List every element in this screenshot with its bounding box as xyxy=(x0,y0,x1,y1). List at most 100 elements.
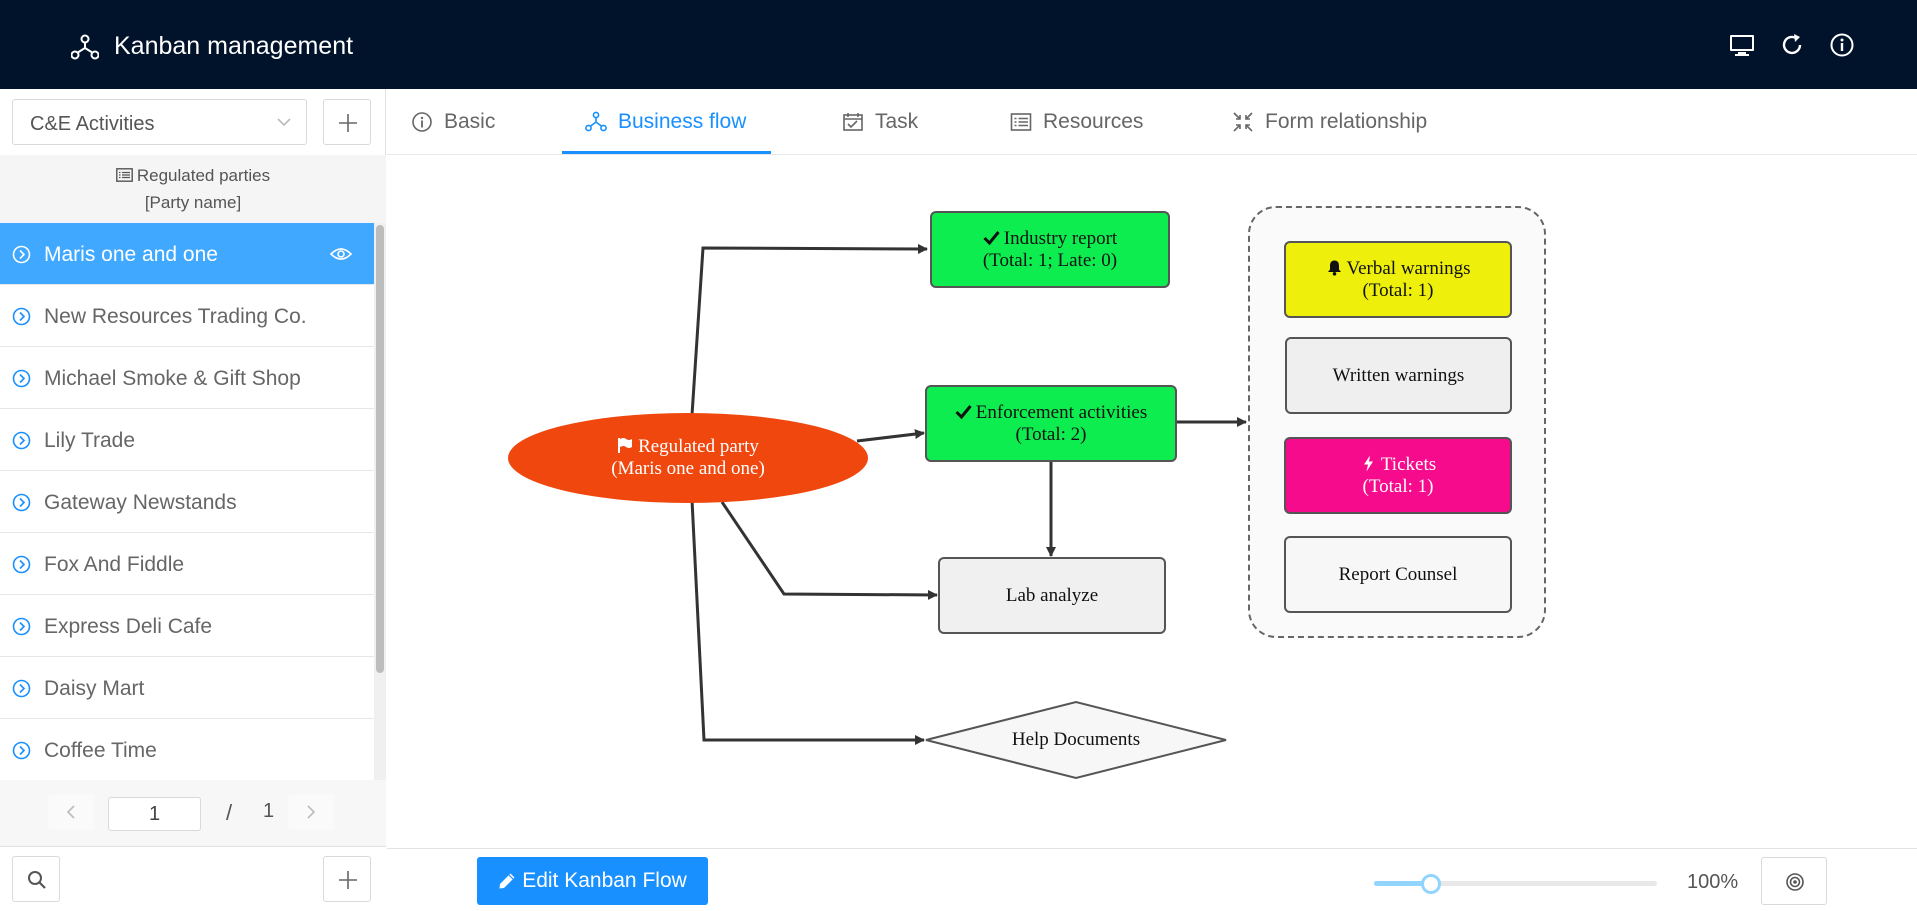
list-item-label: Michael Smoke & Gift Shop xyxy=(44,367,301,390)
page-number-input[interactable]: 1 xyxy=(108,797,201,831)
activity-select[interactable]: C&E Activities xyxy=(12,99,307,145)
list-item-label: Daisy Mart xyxy=(44,677,145,700)
chevron-circle-right-icon xyxy=(12,741,31,760)
plus-icon xyxy=(339,114,357,132)
list-item[interactable]: Michael Smoke & Gift Shop xyxy=(0,347,374,409)
tab-label: Business flow xyxy=(618,110,747,133)
info-icon[interactable] xyxy=(1829,32,1855,58)
node-subtitle: (Total: 1) xyxy=(1362,279,1434,301)
search-icon xyxy=(28,871,46,889)
tickets-node[interactable]: Tickets (Total: 1) xyxy=(1284,437,1512,514)
zoom-slider-handle[interactable] xyxy=(1420,874,1441,894)
chevron-circle-right-icon xyxy=(12,679,31,698)
info-circle-icon xyxy=(412,112,432,132)
party-list: Maris one and one New Resources Trading … xyxy=(0,223,374,780)
list-item[interactable]: Gateway Newstands xyxy=(0,471,374,533)
app-title: Kanban management xyxy=(114,32,354,60)
node-subtitle: (Total: 1; Late: 0) xyxy=(982,249,1118,271)
edit-button-label: Edit Kanban Flow xyxy=(522,869,687,892)
list-item[interactable]: Fox And Fiddle xyxy=(0,533,374,595)
chevron-circle-right-icon xyxy=(12,493,31,512)
tab-label: Basic xyxy=(444,110,496,133)
plus-icon xyxy=(339,871,357,889)
node-title: Written warnings xyxy=(1332,364,1465,386)
tab-basic[interactable]: Basic xyxy=(411,89,495,155)
scrollbar-thumb[interactable] xyxy=(376,225,384,673)
list-item[interactable]: Daisy Mart xyxy=(0,657,374,719)
tab-label: Resources xyxy=(1043,110,1144,133)
add-party-button[interactable] xyxy=(323,856,371,902)
next-page-button[interactable] xyxy=(288,794,334,830)
node-title: Lab analyze xyxy=(1005,584,1099,606)
page-total: 1 xyxy=(263,800,275,822)
tab-label: Task xyxy=(875,110,919,133)
target-icon xyxy=(1786,873,1804,891)
chevron-down-icon xyxy=(277,118,291,127)
add-activity-button[interactable] xyxy=(323,99,371,145)
node-subtitle: (Maris one and one) xyxy=(611,458,765,479)
node-title: Regulated party xyxy=(638,436,759,457)
list-icon xyxy=(115,168,133,182)
list-item-label: New Resources Trading Co. xyxy=(44,305,307,328)
chevron-circle-right-icon xyxy=(12,307,31,326)
bolt-icon xyxy=(1363,455,1373,471)
tab-form-relationship[interactable]: Form relationship xyxy=(1232,89,1427,155)
report-counsel-node[interactable]: Report Counsel xyxy=(1284,536,1512,613)
tab-business-flow[interactable]: Business flow xyxy=(585,89,746,155)
zoom-level: 100% xyxy=(1687,871,1739,893)
lab-analyze-node[interactable]: Lab analyze xyxy=(938,557,1166,634)
node-title: Enforcement activities xyxy=(975,401,1148,423)
network-icon xyxy=(71,34,99,60)
check-icon xyxy=(983,230,1000,245)
node-title: Verbal warnings xyxy=(1346,257,1471,279)
check-icon xyxy=(955,404,972,419)
list-item[interactable]: New Resources Trading Co. xyxy=(0,285,374,347)
chevron-circle-right-icon xyxy=(12,245,31,264)
written-warnings-node[interactable]: Written warnings xyxy=(1285,337,1512,414)
chevron-circle-right-icon xyxy=(12,555,31,574)
list-item-label: Maris one and one xyxy=(44,243,218,266)
list-item[interactable]: Maris one and one xyxy=(0,223,374,285)
monitor-icon[interactable] xyxy=(1729,32,1755,58)
zoom-slider[interactable] xyxy=(1374,881,1657,886)
node-title: Industry report xyxy=(1003,227,1118,249)
industry-report-node[interactable]: Industry report (Total: 1; Late: 0) xyxy=(930,211,1170,288)
list-scrollbar[interactable] xyxy=(374,223,386,780)
list-header-subtitle: [Party name] xyxy=(144,193,242,212)
calendar-icon xyxy=(843,113,863,131)
enforcement-activities-node[interactable]: Enforcement activities (Total: 2) xyxy=(925,385,1177,462)
chevron-circle-right-icon xyxy=(12,617,31,636)
chevron-circle-right-icon xyxy=(12,369,31,388)
network-icon xyxy=(585,111,607,132)
list-item[interactable]: Coffee Time xyxy=(0,719,374,780)
search-button[interactable] xyxy=(12,856,60,902)
prev-page-button[interactable] xyxy=(48,794,94,830)
eye-icon[interactable] xyxy=(330,246,352,262)
chevron-circle-right-icon xyxy=(12,431,31,450)
edit-kanban-flow-button[interactable]: Edit Kanban Flow xyxy=(477,857,708,905)
top-bar: Kanban management xyxy=(0,0,1917,89)
list-item-label: Express Deli Cafe xyxy=(44,615,213,638)
tab-task[interactable]: Task xyxy=(842,89,918,155)
regulated-party-node[interactable]: Regulated party (Maris one and one) xyxy=(508,413,868,503)
list-header-title: Regulated parties xyxy=(136,166,271,185)
compress-icon xyxy=(1233,112,1253,132)
active-tab-indicator xyxy=(562,151,771,154)
refresh-icon[interactable] xyxy=(1779,32,1805,58)
node-subtitle: (Total: 1) xyxy=(1362,475,1434,497)
list-icon xyxy=(1010,113,1032,131)
help-documents-label: Help Documents xyxy=(1011,729,1141,750)
verbal-warnings-node[interactable]: Verbal warnings (Total: 1) xyxy=(1284,241,1512,318)
list-item-label: Fox And Fiddle xyxy=(44,553,185,576)
chevron-left-icon xyxy=(66,805,75,819)
list-item[interactable]: Express Deli Cafe xyxy=(0,595,374,657)
node-subtitle: (Total: 2) xyxy=(1015,423,1087,445)
sidebar-footer xyxy=(0,846,386,911)
fit-view-button[interactable] xyxy=(1761,857,1827,905)
list-item-label: Gateway Newstands xyxy=(44,491,237,514)
tab-resources[interactable]: Resources xyxy=(1010,89,1143,155)
help-documents-node[interactable] xyxy=(925,700,1227,780)
list-header: Regulated parties [Party name] xyxy=(0,155,386,223)
list-item[interactable]: Lily Trade xyxy=(0,409,374,471)
tab-bar: Basic Business flow Task Resources Form … xyxy=(387,89,1917,155)
